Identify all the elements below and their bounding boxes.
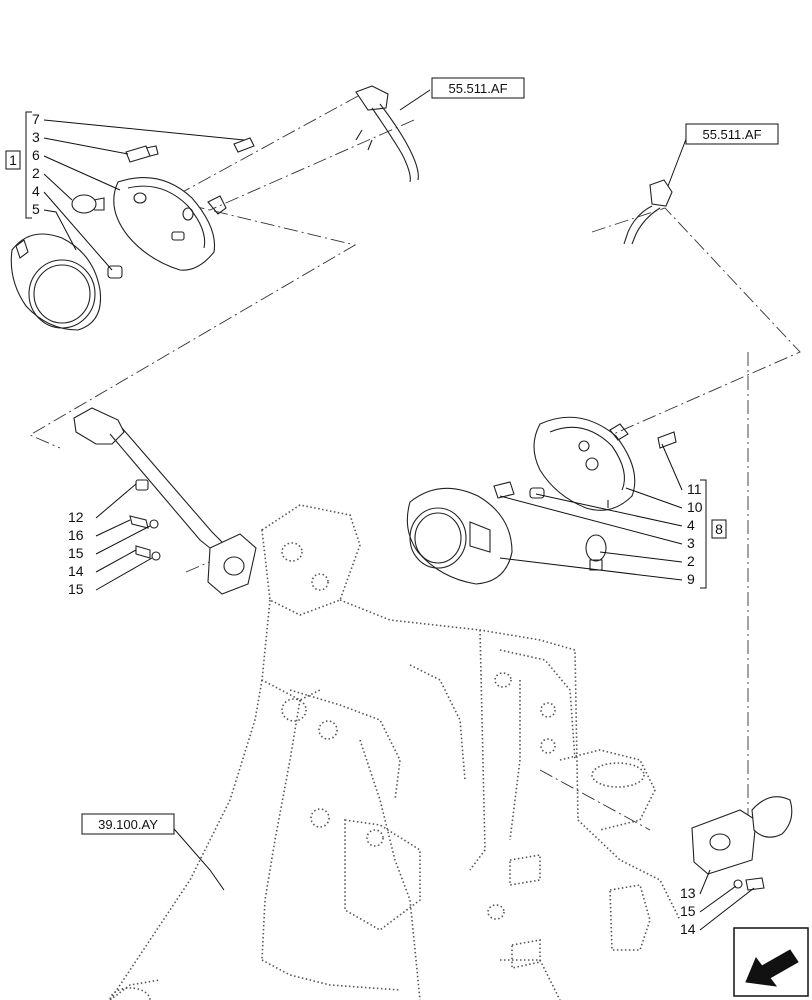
callout-6: 6: [32, 147, 40, 163]
callout-16: 16: [68, 527, 84, 543]
reference-box-top-right[interactable]: 55.511.AF: [685, 123, 779, 145]
callout-14: 14: [68, 563, 84, 579]
reference-label[interactable]: 55.511.AF: [448, 81, 507, 96]
group-bracket-left: 1: [5, 111, 32, 219]
reference-label[interactable]: 55.511.AF: [702, 127, 761, 142]
mounting-bracket-left: [73, 407, 257, 595]
callout-2: 2: [32, 165, 40, 181]
lamp-lens-left: [10, 233, 102, 331]
callout-3: 3: [32, 129, 40, 145]
left-small-parts: [71, 137, 255, 279]
callout-numbers: 7 3 6 2 4 5 12 16 15 14 15 11 10 4 3 2 9…: [32, 111, 703, 937]
callout-9: 9: [687, 571, 695, 587]
callout-7: 7: [32, 111, 40, 127]
callout-10: 10: [687, 499, 703, 515]
reference-box-top-left[interactable]: 55.511.AF: [431, 77, 525, 99]
group-bracket-right: 8: [700, 479, 727, 589]
callout-5: 5: [32, 201, 40, 217]
callout-12: 12: [68, 509, 84, 525]
tractor-frame-outline: [109, 504, 681, 1000]
group-label-right: 8: [715, 521, 723, 537]
callout-15: 15: [680, 903, 696, 919]
wiring-harness-left: [355, 85, 419, 183]
lamp-housing-left: [113, 177, 227, 271]
callout-2: 2: [687, 553, 695, 569]
lamp-lens-right: [406, 487, 513, 585]
leader-lines: [43, 89, 755, 931]
group-label-left: 1: [9, 152, 17, 168]
right-small-parts: [493, 431, 677, 571]
mounting-bracket-right: [691, 796, 793, 891]
reference-box-frame[interactable]: 39.100.AY: [81, 813, 175, 835]
callout-4: 4: [687, 517, 695, 533]
callout-13: 13: [680, 885, 696, 901]
wiring-harness-right: [623, 179, 673, 245]
callout-3: 3: [687, 535, 695, 551]
lamp-housing-right: [533, 416, 636, 511]
arrow-navigation-icon[interactable]: [733, 927, 809, 997]
reference-label[interactable]: 39.100.AY: [98, 817, 158, 832]
callout-11: 11: [687, 481, 702, 497]
callout-15: 15: [68, 545, 84, 561]
callout-15: 15: [68, 581, 84, 597]
callout-14: 14: [680, 921, 696, 937]
callout-4: 4: [32, 183, 40, 199]
